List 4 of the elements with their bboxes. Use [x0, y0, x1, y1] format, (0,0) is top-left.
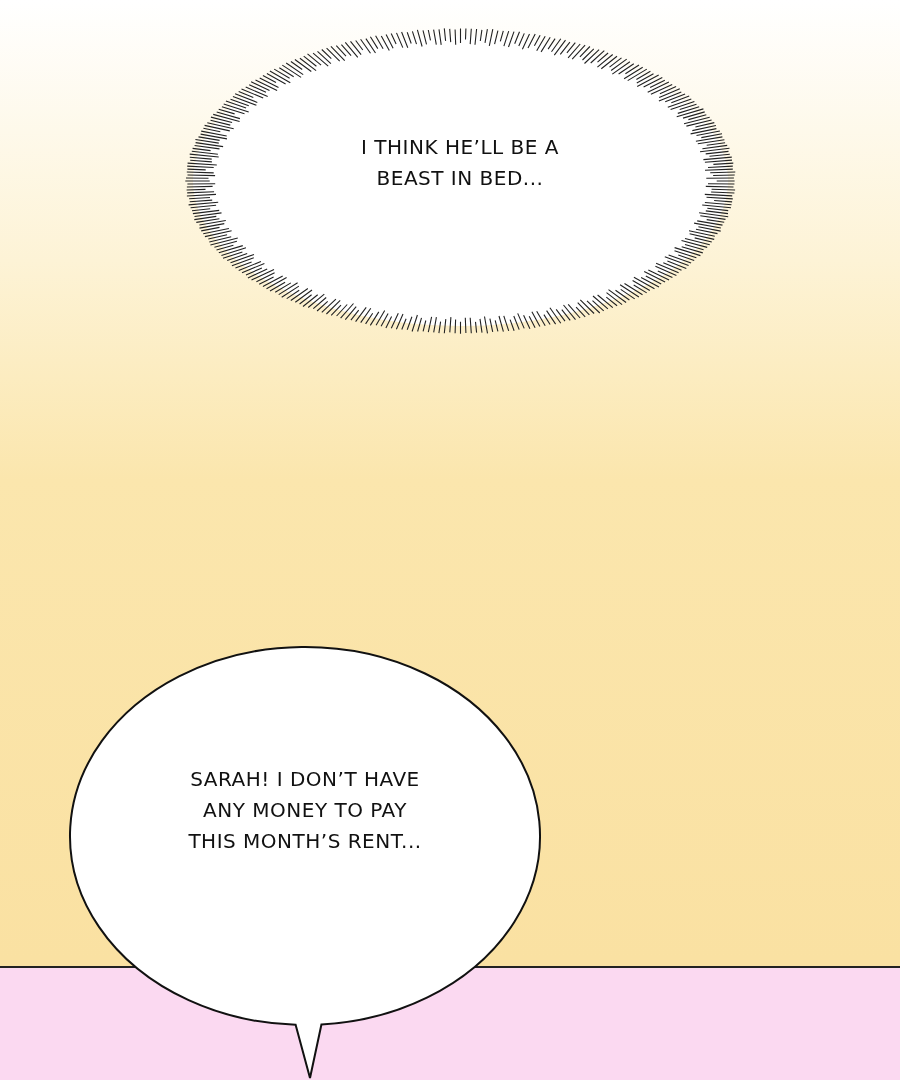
- bubble-text: I THINK HE’LL BE A BEAST IN BED...: [360, 134, 560, 192]
- thought-bubble: [183, 26, 738, 336]
- speech-bubble: [67, 644, 543, 1080]
- bubble-text: SARAH! I DON’T HAVE ANY MONEY TO PAY THIS MONTH’S RENT...: [187, 766, 423, 855]
